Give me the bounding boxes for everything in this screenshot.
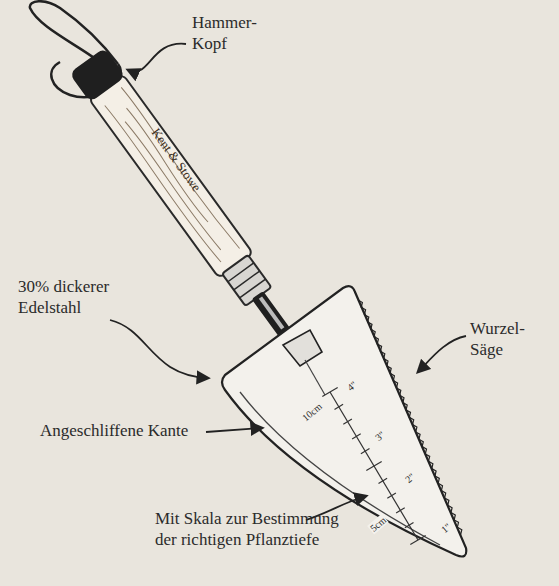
scale-tick [352,434,361,439]
saw-teeth [358,300,462,535]
scale-tick [361,449,370,454]
part-label: Hammer- Kopf [192,12,262,54]
part-label: Mit Skala zur Bestimmung der richtigen P… [155,508,355,550]
scale-tick [343,419,352,424]
socket-plate [283,330,322,366]
part-label: 30% dickerer Edelstahl [18,276,148,318]
scale-tick [335,404,344,409]
scale-tick [387,493,396,498]
scale-tick [322,387,337,396]
scale-tick [410,535,425,544]
saw-tooth-line [358,300,462,535]
scale-tick [405,523,414,528]
scale-tick [379,478,388,483]
leader-line [418,336,466,372]
scale-tick [396,508,405,513]
scale-line [330,392,418,540]
scale-tick [366,461,381,470]
leader-line [206,428,262,432]
part-label: Angeschliffene Kante [40,420,200,441]
leader-line [128,44,186,72]
handle [69,47,303,346]
part-label: Wurzel- Säge [470,318,540,360]
leader-line [110,320,208,378]
